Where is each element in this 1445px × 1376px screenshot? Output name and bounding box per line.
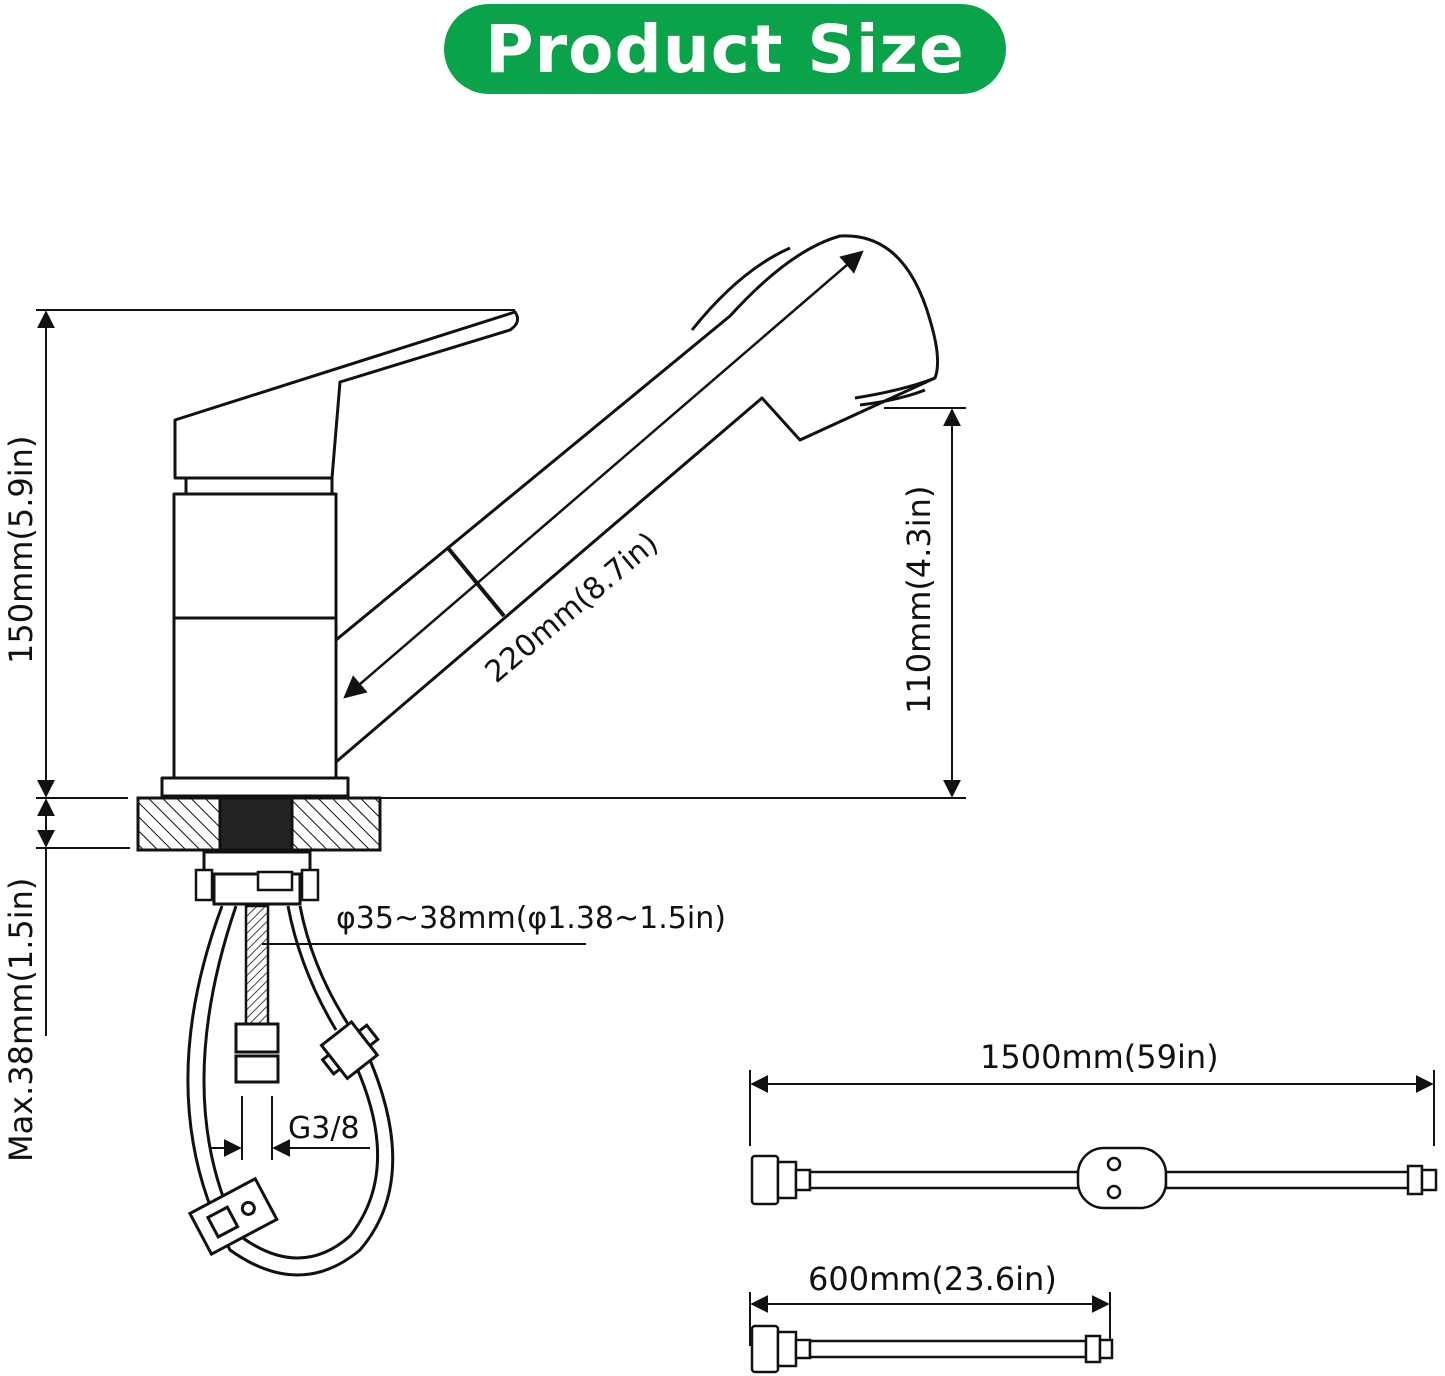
long-hose-weight — [1076, 1146, 1168, 1210]
pullout-hose-inner — [202, 905, 379, 1260]
short-hose-tube — [808, 1339, 1088, 1359]
spout-length-arrow — [343, 250, 864, 699]
counterweight-clamp — [187, 1176, 279, 1257]
countertop-left — [136, 796, 222, 852]
hole-diameter-label: φ35~38mm(φ1.38~1.5in) — [336, 901, 726, 936]
nut-right — [300, 868, 320, 902]
bracket-bolt — [256, 870, 294, 892]
short-hose-icon — [749, 1292, 1114, 1374]
countertop-section — [136, 796, 382, 906]
mounting-shank — [218, 796, 294, 852]
countertop-right — [290, 796, 382, 852]
quick-connect-hose — [286, 905, 338, 1031]
hose-fitting-2 — [234, 1054, 280, 1084]
total-height-label: 150mm(5.9in) — [2, 436, 40, 664]
long-hose-nut — [750, 1154, 780, 1206]
long-hose-tube-right — [1164, 1170, 1412, 1190]
short-hose-label: 600mm(23.6in) — [808, 1260, 1057, 1298]
faucet-body-lower — [172, 616, 338, 780]
handle-collar — [184, 476, 334, 496]
spout-height-label: 110mm(4.3in) — [900, 486, 938, 714]
long-hose-tube-left — [808, 1170, 1084, 1190]
faucet-drawing-icon — [160, 234, 940, 798]
long-hose-icon — [749, 1070, 1438, 1210]
underside-hoses — [186, 904, 395, 1277]
hose-fitting-1 — [234, 1022, 280, 1054]
long-hose-label: 1500mm(59in) — [980, 1038, 1219, 1076]
thread-label: G3/8 — [288, 1111, 360, 1146]
quick-connect-hose-2 — [298, 905, 350, 1025]
title-banner: Product Size — [444, 4, 1006, 94]
quick-connect — [319, 1019, 380, 1081]
faucet-base — [160, 776, 350, 798]
spray-head-face-2 — [859, 388, 926, 407]
braided-hose — [244, 904, 270, 1026]
spout — [334, 234, 940, 764]
mounting-nut — [202, 850, 312, 876]
dimension-lines — [36, 309, 966, 1160]
faucet-body-upper — [172, 492, 338, 620]
pullout-hose-outer — [186, 905, 395, 1277]
max-deck-thickness-label: Max.38mm(1.5in) — [2, 878, 40, 1162]
short-hose-nut — [750, 1324, 780, 1374]
handle-lever — [173, 310, 520, 480]
page-title: Product Size — [485, 10, 965, 88]
spray-head-face — [854, 376, 936, 400]
nut-left — [194, 868, 214, 902]
